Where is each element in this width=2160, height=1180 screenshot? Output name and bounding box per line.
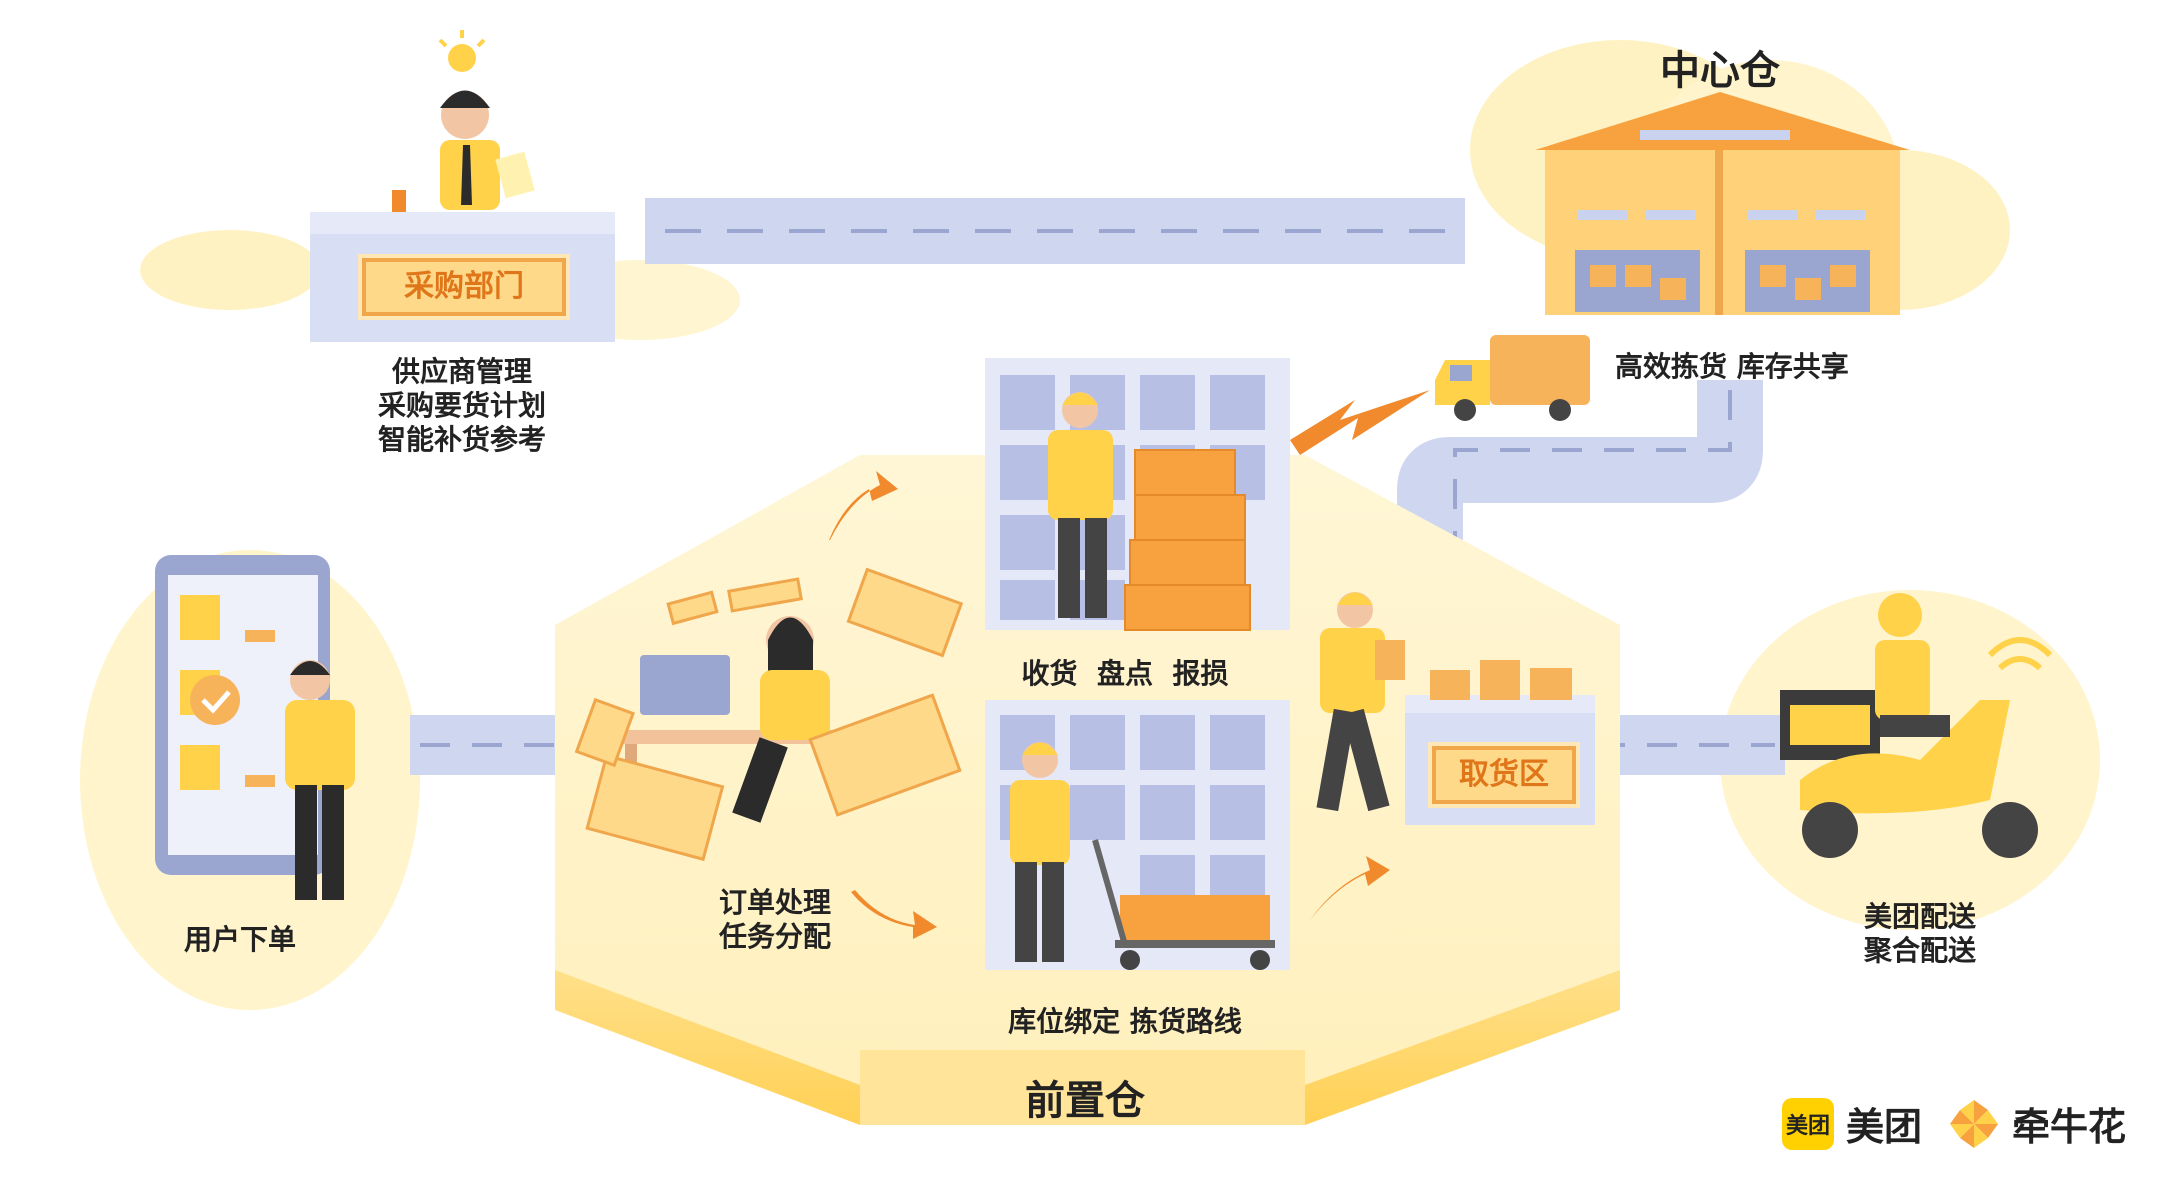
delivery-truck-illustration	[1435, 335, 1590, 421]
purchasing-department-sign: 采购部门	[362, 258, 566, 316]
pickup-area-sign: 取货区	[1432, 746, 1576, 804]
brand-footer: 美团 美团 牵牛花	[1782, 1096, 2126, 1151]
roads	[410, 198, 1785, 775]
receiving-description: 收货 盘点 报损	[1021, 657, 1229, 690]
purchasing-description: 供应商管理 采购要货计划 智能补货参考	[378, 355, 546, 457]
front-warehouse-title: 前置仓	[1025, 1078, 1145, 1124]
order-processing-illustration	[574, 567, 964, 862]
delivery-description: 美团配送 聚合配送	[1864, 900, 1976, 968]
order-processing-description: 订单处理 任务分配	[719, 886, 831, 954]
delivery-line-1: 美团配送	[1863, 900, 1977, 933]
picking-description: 库位绑定 拣货路线	[1008, 1005, 1242, 1038]
order-processing-line-2: 任务分配	[718, 920, 832, 953]
shelf-receiving	[985, 358, 1290, 631]
purchasing-desc-line-3: 智能补货参考	[377, 423, 547, 456]
purchasing-desc-line-1: 供应商管理	[391, 355, 533, 388]
shelf-picking	[985, 700, 1290, 970]
meituan-wordmark: 美团	[1846, 1105, 1923, 1149]
flow-arrows	[829, 390, 1430, 939]
user-phone-illustration	[155, 555, 355, 900]
qianniuhua-wordmark: 牵牛花	[2012, 1105, 2127, 1149]
pinwheel-flower-icon	[1950, 1099, 1999, 1148]
central-warehouse-illustration	[1535, 92, 1910, 315]
meituan-badge: 美团	[1782, 1097, 1834, 1150]
user-order-label: 用户下单	[183, 923, 297, 956]
central-warehouse-title: 中心仓	[1660, 48, 1780, 94]
order-processing-line-1: 订单处理	[718, 886, 832, 919]
central-warehouse-description: 高效拣货 库存共享	[1615, 350, 1849, 383]
delivery-line-2: 聚合配送	[1863, 934, 1977, 967]
purchasing-desc-line-2: 采购要货计划	[377, 389, 547, 422]
scooter-rider-illustration	[1780, 593, 2053, 858]
